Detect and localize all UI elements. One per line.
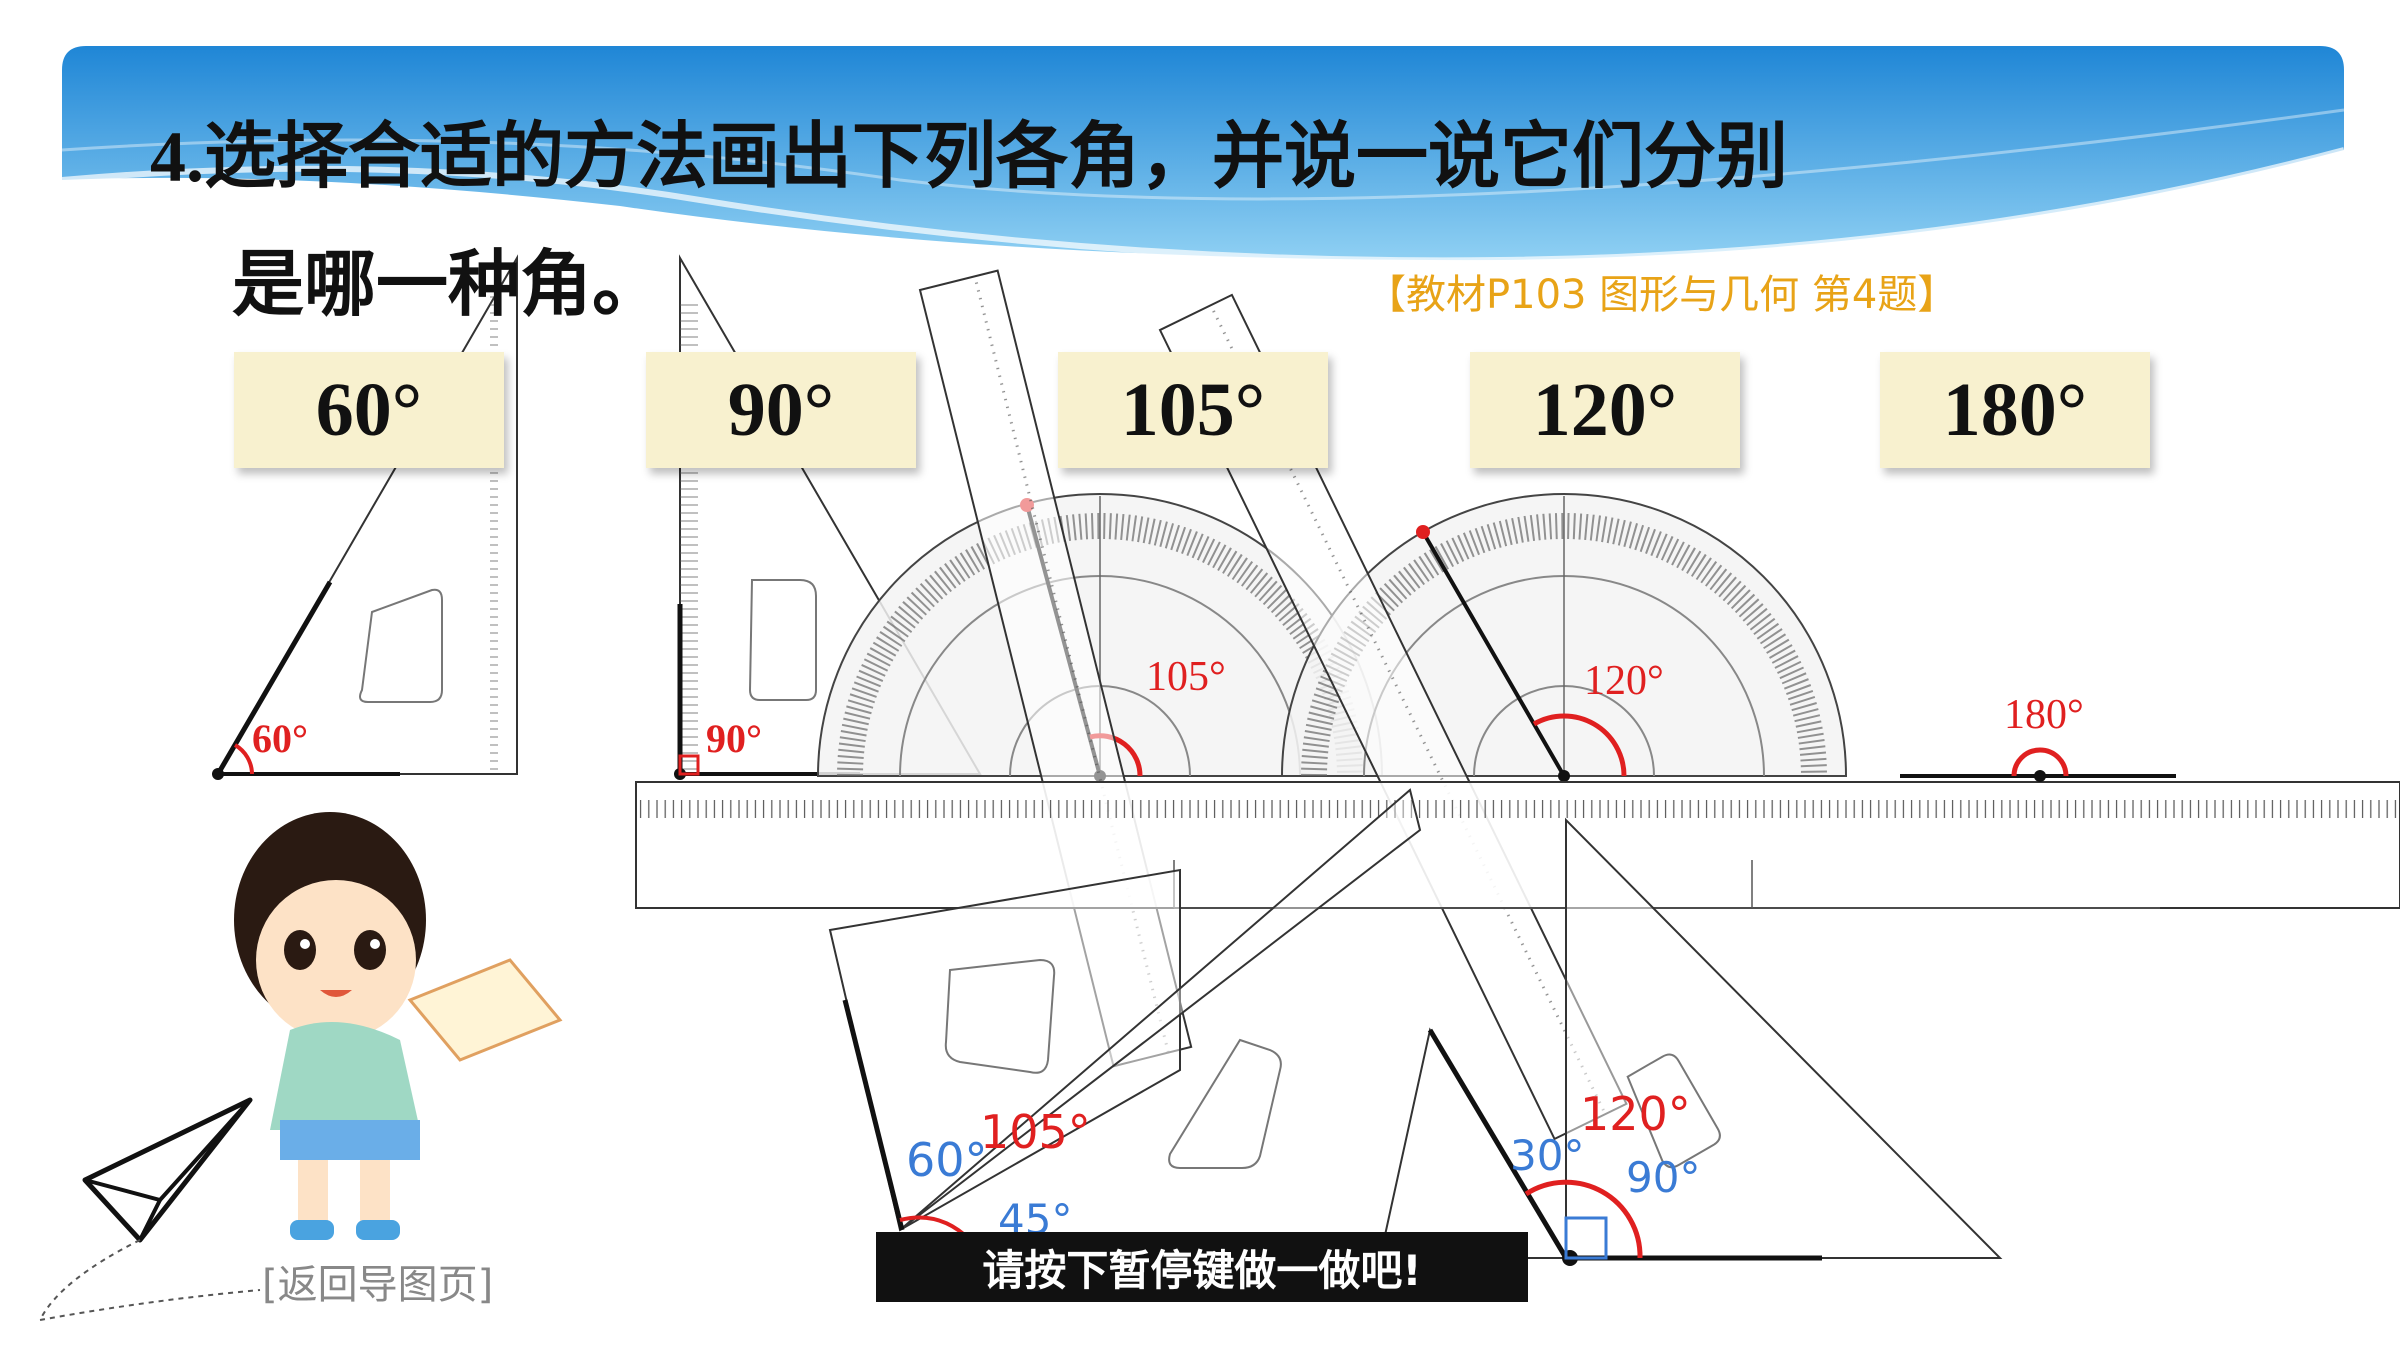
question-number: 4. (150, 117, 204, 197)
question-text-line2: 是哪一种角。 (232, 242, 665, 326)
header-banner (61, 46, 2345, 264)
set-square-bottom-right (1378, 817, 2003, 1266)
question-text-line1: 选择合适的方法画出下列各角，并说一说它们分别 (204, 114, 1789, 198)
textbook-reference: 【教材P103 图形与几何 第4题】 (1366, 272, 1958, 318)
drawn-angle-60: 60° (252, 716, 308, 761)
drawn-angle-105: 105° (1146, 654, 1226, 700)
setsquare-label-120: 120° (1580, 1087, 1691, 1141)
setsquare-label-105: 105° (980, 1105, 1091, 1159)
set-square-bottom-left (828, 788, 1422, 1242)
drawn-angle-90: 90° (706, 716, 762, 761)
angle-card-90: 90° (646, 352, 916, 468)
angle-card-60: 60° (234, 352, 504, 468)
paper-plane-icon (38, 1097, 261, 1322)
question-title: 4.选择合适的方法画出下列各角，并说一说它们分别 (150, 120, 1788, 193)
horizontal-ruler (635, 781, 2400, 909)
angle-card-105: 105° (1058, 352, 1328, 468)
straight-angle-180 (1900, 747, 2176, 782)
set-square-60 (212, 254, 518, 780)
angle-card-120: 120° (1470, 352, 1740, 468)
angle-card-180: 180° (1880, 352, 2150, 468)
drawn-angle-120: 120° (1584, 658, 1664, 704)
drawn-angle-180: 180° (2004, 692, 2084, 738)
setsquare-label-30: 30° (1510, 1131, 1584, 1180)
back-to-map-link[interactable]: [返回导图页] (262, 1262, 494, 1308)
setsquare-label-90: 90° (1626, 1153, 1700, 1202)
boy-character (234, 812, 563, 1240)
setsquare-label-60: 60° (906, 1133, 988, 1187)
pause-prompt-button[interactable]: 请按下暂停键做一做吧! (876, 1232, 1528, 1302)
